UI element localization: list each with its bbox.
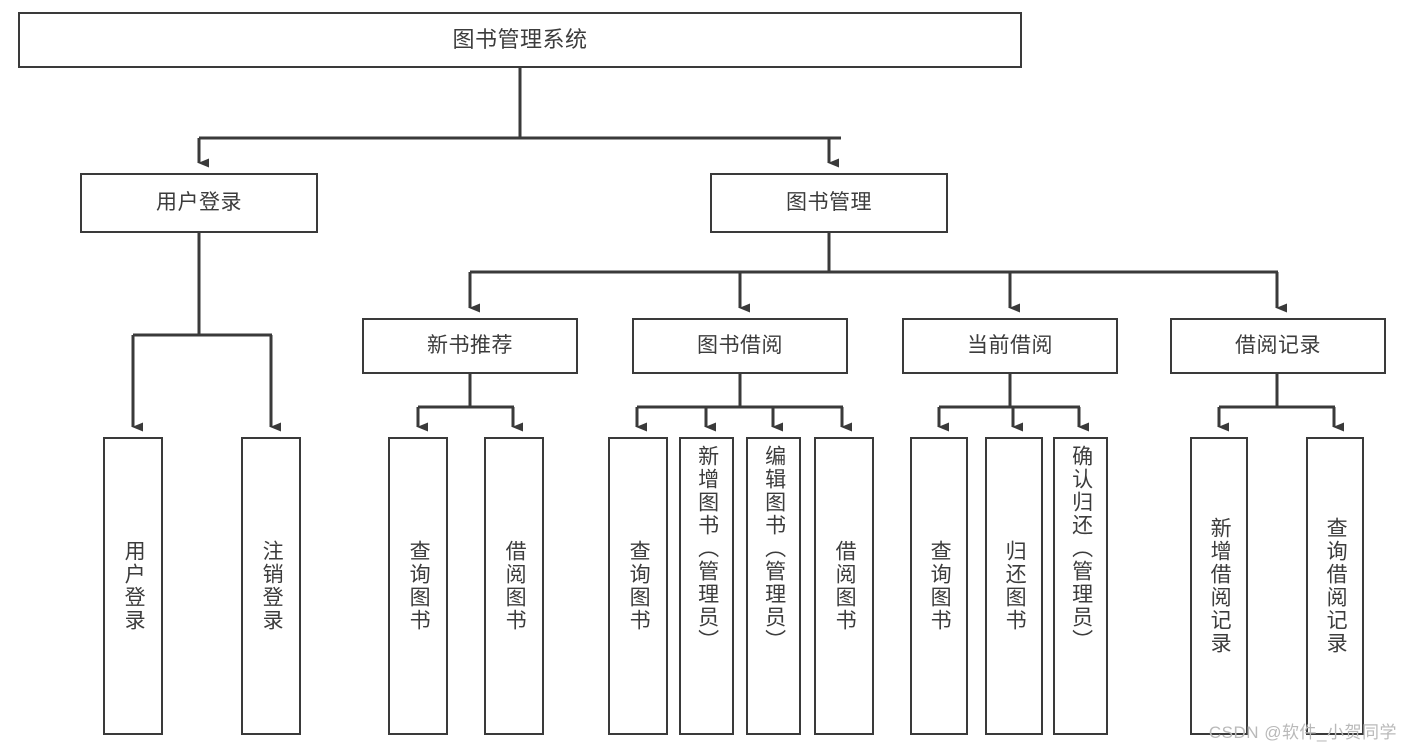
node-current-borrow[interactable]: 当前借阅	[902, 318, 1118, 374]
leaf-edit-book-admin[interactable]: 编辑图书（管理员）	[746, 437, 801, 735]
leaf-query-book-recommend[interactable]: 查询图书	[388, 437, 448, 735]
leaf-query-book-current[interactable]: 查询图书	[910, 437, 968, 735]
node-book-borrow-label: 图书借阅	[697, 333, 783, 357]
node-borrow-record-label: 借阅记录	[1235, 333, 1321, 357]
node-user-login[interactable]: 用户登录	[80, 173, 318, 233]
leaf-query-book-recommend-label: 查询图书	[407, 540, 431, 632]
leaf-confirm-return-admin[interactable]: 确认归还（管理员）	[1053, 437, 1108, 735]
leaf-user-login-label: 用户登录	[122, 540, 146, 632]
leaf-query-book-borrow[interactable]: 查询图书	[608, 437, 668, 735]
leaf-user-login[interactable]: 用户登录	[103, 437, 163, 735]
node-user-login-label: 用户登录	[156, 190, 242, 214]
leaf-query-book-borrow-label: 查询图书	[627, 540, 651, 632]
leaf-query-book-current-label: 查询图书	[928, 540, 952, 632]
leaf-logout[interactable]: 注销登录	[241, 437, 301, 735]
leaf-logout-label: 注销登录	[260, 540, 284, 632]
leaf-return-book-label: 归还图书	[1003, 540, 1027, 632]
leaf-add-book-admin[interactable]: 新增图书（管理员）	[679, 437, 734, 735]
leaf-add-borrow-record-label: 新增借阅记录	[1208, 517, 1232, 655]
watermark: CSDN @软件_小贺同学	[1208, 723, 1397, 742]
leaf-add-borrow-record[interactable]: 新增借阅记录	[1190, 437, 1248, 735]
node-root[interactable]: 图书管理系统	[18, 12, 1022, 68]
node-book-borrow[interactable]: 图书借阅	[632, 318, 848, 374]
node-book-management[interactable]: 图书管理	[710, 173, 948, 233]
node-borrow-record[interactable]: 借阅记录	[1170, 318, 1386, 374]
node-current-borrow-label: 当前借阅	[967, 333, 1053, 357]
leaf-confirm-return-admin-label: 确认归还（管理员）	[1069, 445, 1093, 652]
node-new-book-recommend-label: 新书推荐	[427, 333, 513, 357]
node-book-management-label: 图书管理	[786, 190, 872, 214]
leaf-borrow-book-recommend[interactable]: 借阅图书	[484, 437, 544, 735]
leaf-edit-book-admin-label: 编辑图书（管理员）	[762, 445, 786, 652]
leaf-query-borrow-record[interactable]: 查询借阅记录	[1306, 437, 1364, 735]
leaf-add-book-admin-label: 新增图书（管理员）	[695, 445, 719, 652]
leaf-borrow-book-recommend-label: 借阅图书	[503, 540, 527, 632]
leaf-return-book[interactable]: 归还图书	[985, 437, 1043, 735]
leaf-borrow-book[interactable]: 借阅图书	[814, 437, 874, 735]
node-root-label: 图书管理系统	[452, 27, 588, 53]
leaf-borrow-book-label: 借阅图书	[833, 540, 857, 632]
node-new-book-recommend[interactable]: 新书推荐	[362, 318, 578, 374]
leaf-query-borrow-record-label: 查询借阅记录	[1324, 517, 1348, 655]
